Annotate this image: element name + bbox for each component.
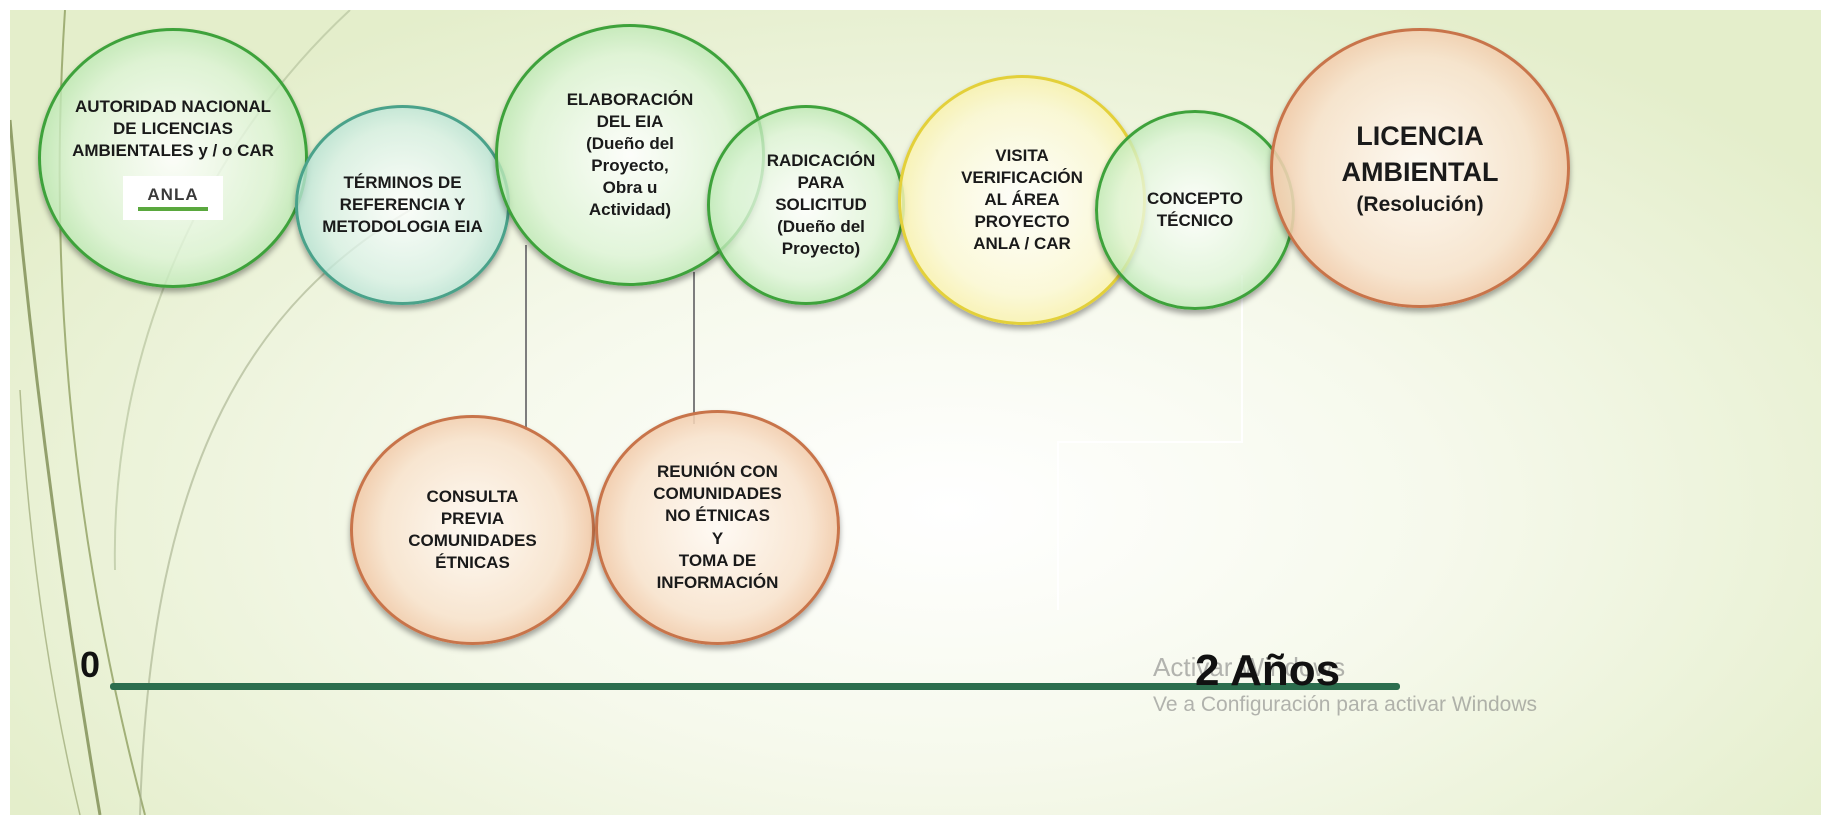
node-reunion: REUNIÓN CON COMUNIDADES NO ÉTNICAS Y TOM… — [595, 410, 840, 645]
node-licencia: LICENCIA AMBIENTAL (Resolución) — [1270, 28, 1570, 308]
node-consulta-label: CONSULTA PREVIA COMUNIDADES ÉTNICAS — [408, 486, 537, 573]
connector-line-consulta — [525, 245, 527, 430]
node-radicacion: RADICACIÓN PARA SOLICITUD (Dueño del Pro… — [707, 105, 905, 305]
node-consulta: CONSULTA PREVIA COMUNIDADES ÉTNICAS — [350, 415, 595, 645]
activation-watermark-subtitle: Ve a Configuración para activar Windows — [1153, 693, 1538, 716]
connector-line-reunion — [693, 272, 695, 424]
node-terminos-label: TÉRMINOS DE REFERENCIA Y METODOLOGIA EIA — [322, 172, 483, 237]
timeline-bar — [110, 683, 1400, 690]
timeline-start-label: 0 — [80, 644, 101, 685]
diagram-slide: AUTORIDAD NACIONAL DE LICENCIAS AMBIENTA… — [10, 10, 1821, 815]
timeline-end-label: 2 Años — [1195, 646, 1341, 695]
node-anla-label: AUTORIDAD NACIONAL DE LICENCIAS AMBIENTA… — [72, 96, 274, 161]
anla-logo-text: ANLA — [147, 185, 199, 205]
activation-watermark-title: Activar Windows — [1153, 652, 1346, 682]
node-concepto-label: CONCEPTO TÉCNICO — [1146, 188, 1244, 230]
node-anla: AUTORIDAD NACIONAL DE LICENCIAS AMBIENTA… — [38, 28, 308, 288]
anla-logo-bar — [138, 207, 208, 212]
node-licencia-sub: (Resolución) — [1356, 192, 1484, 216]
node-elaboracion-label: ELABORACIÓN DEL EIA (Dueño del Proyecto,… — [566, 89, 694, 220]
node-reunion-label: REUNIÓN CON COMUNIDADES NO ÉTNICAS Y TOM… — [653, 462, 782, 592]
node-terminos: TÉRMINOS DE REFERENCIA Y METODOLOGIA EIA — [295, 105, 510, 305]
node-visita-label: VISITA VERIFICACIÓN AL ÁREA PROYECTO ANL… — [961, 145, 1083, 254]
anla-logo: ANLA — [123, 176, 223, 221]
node-concepto: CONCEPTO TÉCNICO — [1095, 110, 1295, 310]
node-radicacion-label: RADICACIÓN PARA SOLICITUD (Dueño del Pro… — [766, 150, 876, 259]
node-licencia-label: LICENCIA AMBIENTAL — [1341, 120, 1499, 188]
